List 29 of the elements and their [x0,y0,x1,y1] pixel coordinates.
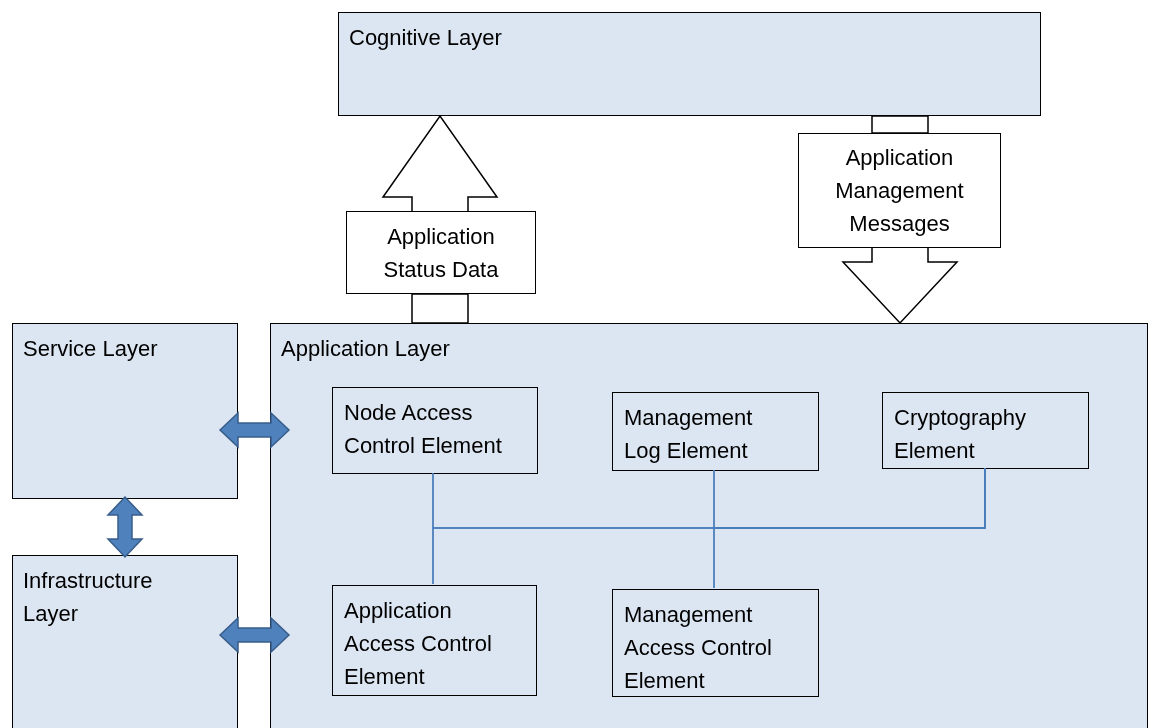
element-box [612,392,819,471]
element-box [332,585,537,696]
double-arrow [218,411,291,449]
node-label: Application Access Control Element [344,597,493,691]
node-label: Application Management Messages [834,144,965,238]
node-label: Application Layer [281,335,450,363]
arrow-shaft [411,293,469,324]
double-arrow [106,495,144,559]
label-box [798,133,1001,248]
node-label: Node Access Control Element [344,399,503,460]
layer-box [270,323,1148,728]
node-label: Management Access Control Element [624,601,773,695]
node-label: Cognitive Layer [349,24,502,52]
double-arrow [218,616,291,654]
element-box [332,387,538,474]
node-label: Infrastructure Layer [23,567,154,628]
element-box [612,589,819,697]
layer-box [338,12,1041,116]
node-label: Service Layer [23,335,158,363]
arrow-shaft [871,115,929,134]
layer-box [12,323,238,499]
hollow-arrow [841,247,959,325]
node-label: Application Status Data [382,222,500,284]
hollow-arrow [381,114,499,212]
node-label: Management Log Element [624,404,754,465]
layer-box [12,555,238,728]
label-box [346,211,536,294]
element-box [882,392,1089,469]
node-label: Cryptography Element [894,404,1028,465]
